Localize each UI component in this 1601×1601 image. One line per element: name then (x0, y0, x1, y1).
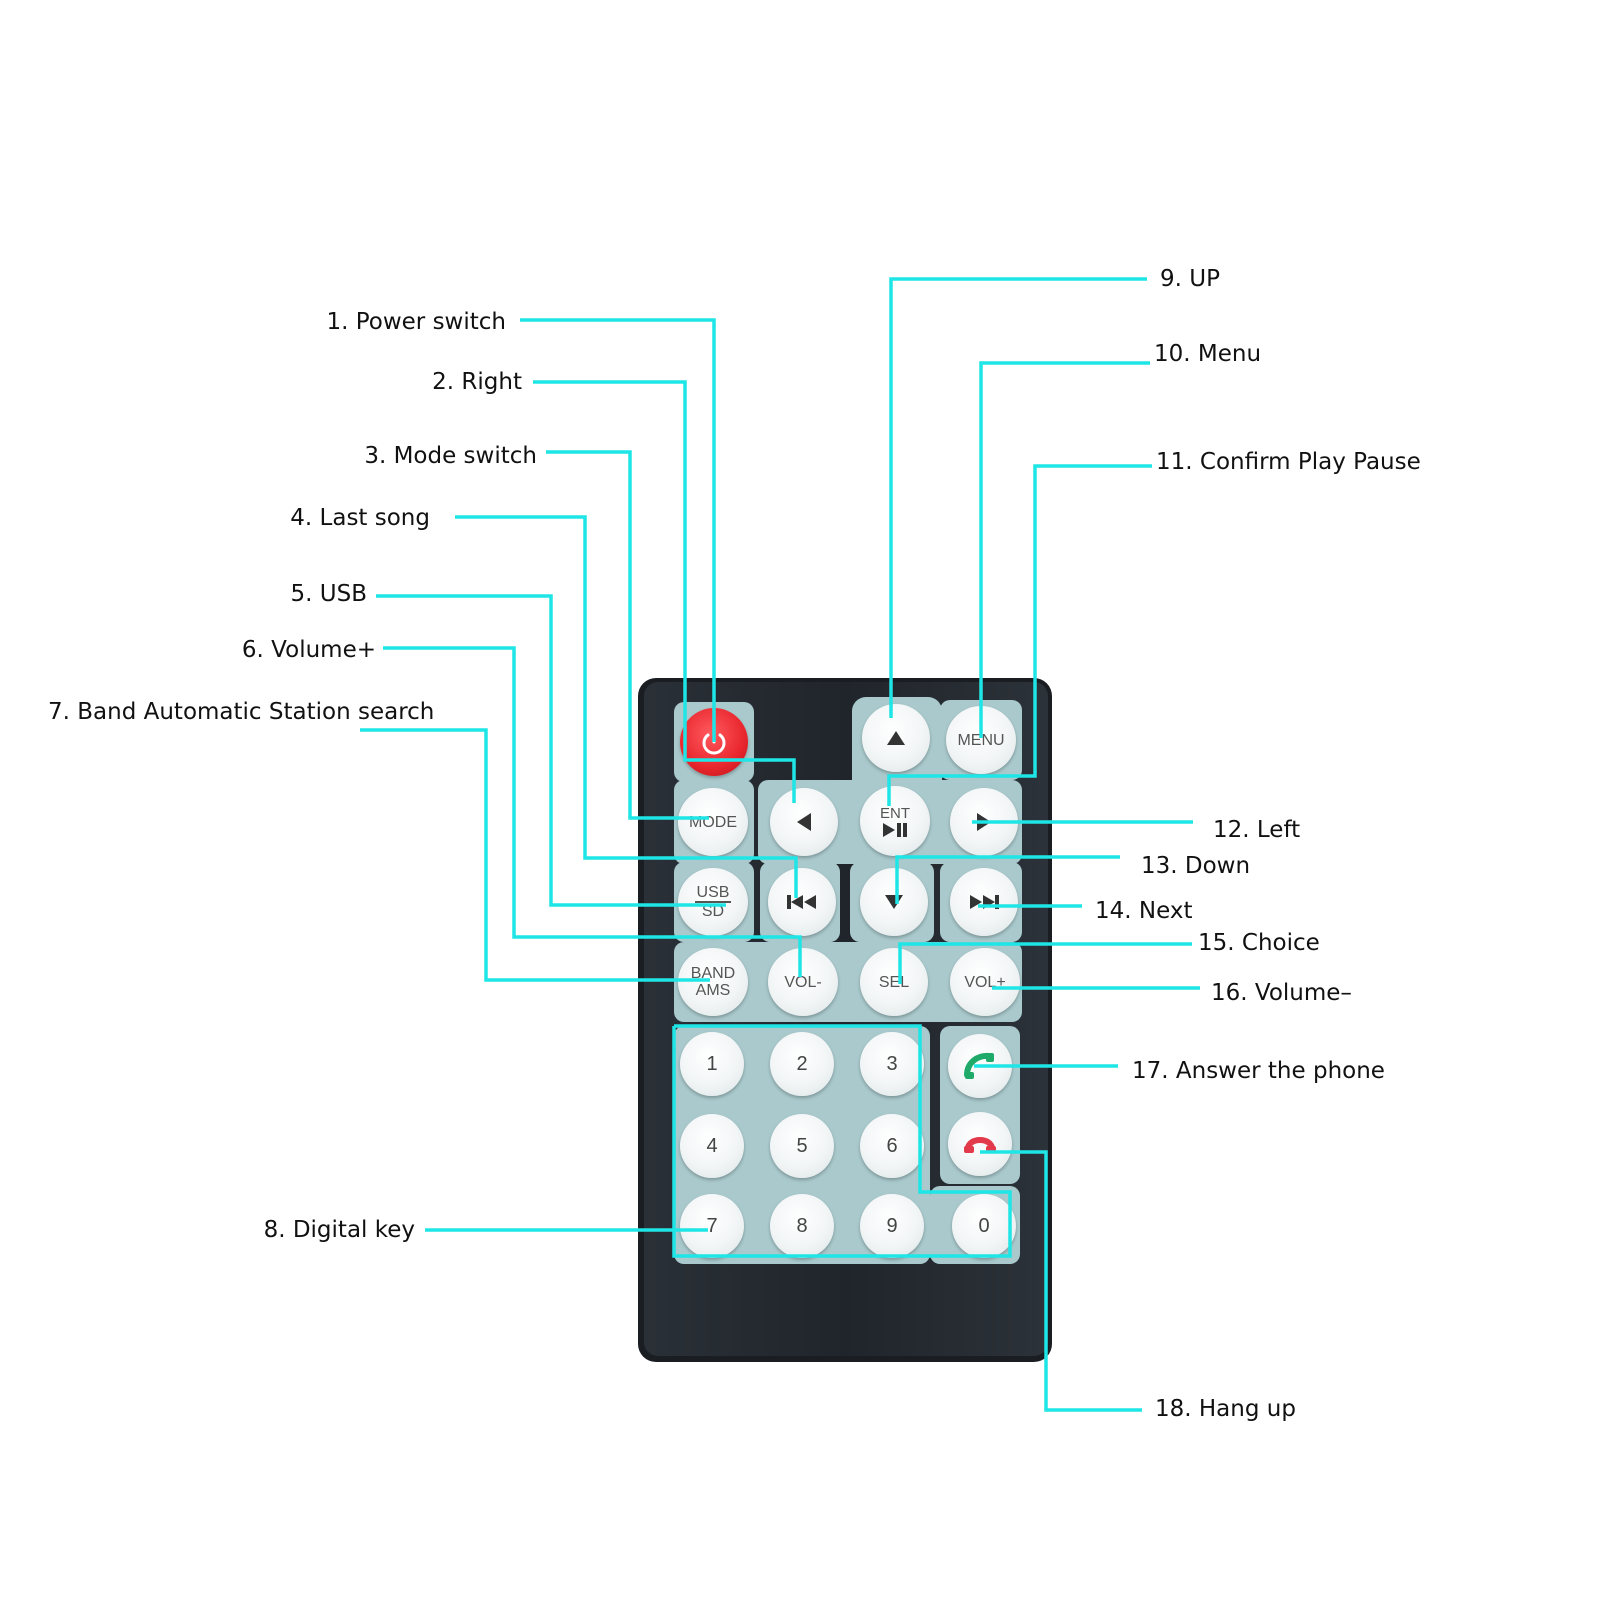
digit-5-button[interactable]: 5 (770, 1114, 834, 1178)
leader-usb (376, 594, 726, 907)
label-last-song: 4. Last song (290, 505, 430, 531)
digit-9-button[interactable]: 9 (860, 1194, 924, 1258)
band-ams-button[interactable]: BAND AMS (678, 948, 748, 1016)
digit-2-button[interactable]: 2 (770, 1032, 834, 1096)
label-digital-key: 8. Digital key (263, 1217, 415, 1243)
leader-power (520, 318, 716, 742)
digit-label: 9 (886, 1214, 898, 1237)
usb-sd-button[interactable]: USB SD (678, 868, 748, 936)
leader-band (360, 728, 710, 982)
digit-8-button[interactable]: 8 (770, 1194, 834, 1258)
digit-4-button[interactable]: 4 (680, 1114, 744, 1178)
sd-label: SD (701, 903, 725, 920)
label-mode-switch: 3. Mode switch (364, 443, 537, 469)
leader-menu (979, 361, 1150, 738)
ams-label: AMS (695, 982, 731, 999)
label-band-ams: 7. Band Automatic Station search (48, 699, 435, 725)
phone-answer-icon (964, 1052, 994, 1079)
label-usb: 5. USB (290, 581, 367, 607)
label-answer-phone: 17. Answer the phone (1132, 1058, 1385, 1084)
previous-button[interactable] (768, 868, 836, 936)
leader-confirm (887, 464, 1152, 806)
left-button[interactable] (770, 788, 838, 856)
leader-up (889, 277, 1147, 718)
sel-button[interactable]: SEL (860, 948, 928, 1016)
ent-play-pause-button[interactable]: ENT (860, 786, 930, 856)
mode-button[interactable]: MODE (678, 788, 748, 856)
leader-right (533, 380, 796, 803)
label-volume-minus: 16. Volume– (1211, 980, 1352, 1006)
digit-7-button[interactable]: 7 (680, 1194, 744, 1258)
arrow-up-icon (887, 731, 905, 745)
ent-button-label: ENT (880, 804, 910, 822)
label-power-switch: 1. Power switch (326, 309, 506, 335)
leader-down (895, 855, 1120, 904)
previous-track-icon (787, 895, 816, 909)
digit-label: 5 (796, 1134, 808, 1157)
digit-label: 6 (886, 1134, 898, 1157)
label-up: 9. UP (1160, 266, 1220, 292)
next-button[interactable] (950, 868, 1018, 936)
digit-1-button[interactable]: 1 (680, 1032, 744, 1096)
digit-label: 7 (706, 1214, 718, 1237)
leader-volplus (383, 646, 802, 977)
usb-label: USB (694, 884, 732, 903)
label-right: 2. Right (432, 369, 522, 395)
digit-6-button[interactable]: 6 (860, 1114, 924, 1178)
digit-label: 3 (886, 1052, 898, 1075)
digit-label: 2 (796, 1052, 808, 1075)
vol-minus-label: VOL- (784, 973, 822, 991)
vol-plus-button[interactable]: VOL+ (950, 948, 1020, 1016)
label-confirm-play-pause: 11. Confirm Play Pause (1156, 449, 1421, 475)
label-left: 12. Left (1213, 817, 1301, 843)
leader-last (455, 515, 798, 898)
digit-label: 1 (706, 1052, 718, 1075)
band-label: BAND (690, 965, 736, 982)
label-next: 14. Next (1095, 898, 1193, 924)
digit-label: 8 (796, 1214, 808, 1237)
leader-digit-frame (672, 1024, 1012, 1258)
vol-minus-button[interactable]: VOL- (768, 948, 838, 1016)
digit-3-button[interactable]: 3 (860, 1032, 924, 1096)
label-choice: 15. Choice (1198, 930, 1320, 956)
play-pause-icon (883, 822, 907, 837)
leader-choice (898, 942, 1192, 984)
menu-button-label: MENU (957, 731, 1005, 749)
digit-label: 4 (706, 1134, 718, 1157)
up-button[interactable] (862, 704, 930, 772)
label-volume-plus: 6. Volume+ (241, 637, 376, 663)
label-menu: 10. Menu (1154, 341, 1262, 367)
leader-mode (546, 450, 709, 820)
label-down: 13. Down (1141, 853, 1251, 879)
arrow-left-icon (797, 813, 811, 831)
label-hang-up: 18. Hang up (1155, 1396, 1296, 1422)
leader-hangup (980, 1150, 1142, 1412)
digit-label: 0 (978, 1214, 990, 1237)
hangup-button[interactable] (948, 1112, 1012, 1176)
down-button[interactable] (860, 868, 928, 936)
digit-0-button[interactable]: 0 (952, 1194, 1016, 1258)
